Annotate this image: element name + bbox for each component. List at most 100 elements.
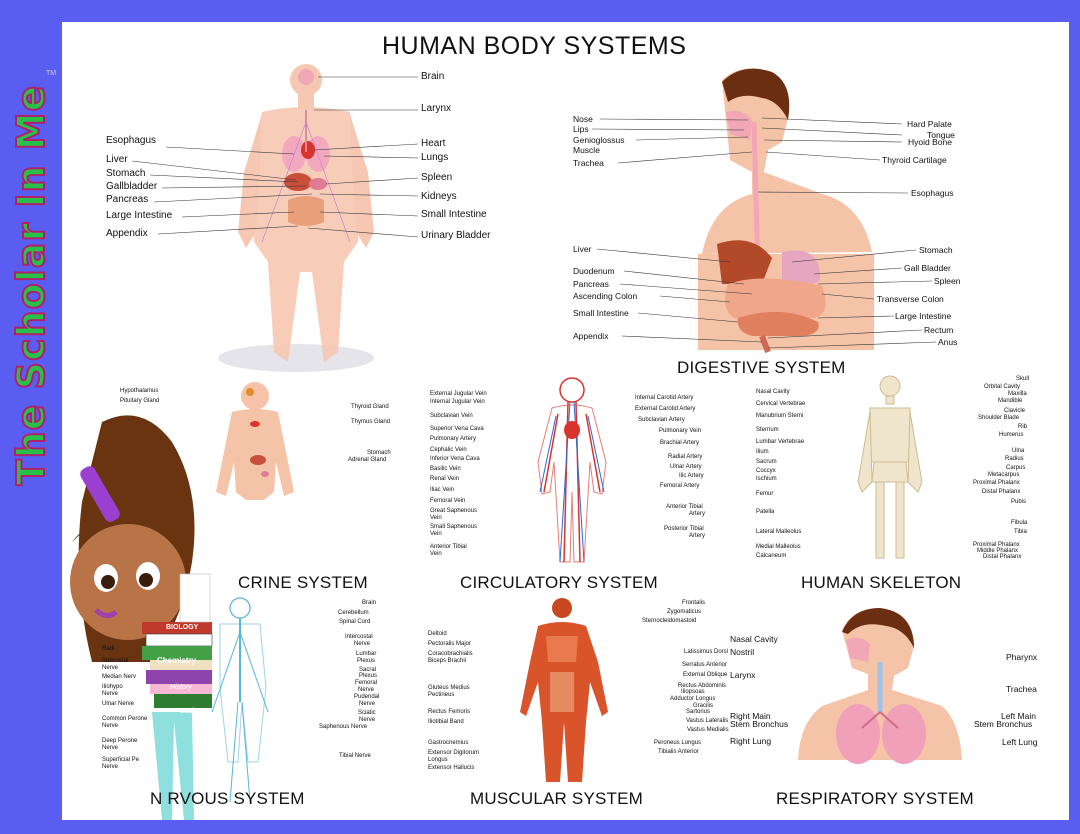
endocrine-label: Thymus Gland bbox=[351, 419, 391, 425]
skeleton-label: Rib bbox=[1018, 424, 1028, 430]
muscular-label: Coracobrachialis bbox=[428, 651, 473, 657]
muscular-label: Biceps Brachii bbox=[428, 658, 467, 664]
endocrine-illustration bbox=[216, 382, 294, 500]
nervous-label: Nerve bbox=[102, 665, 119, 671]
digestive-label: Anus bbox=[938, 337, 958, 347]
circulatory-label: Artery bbox=[689, 511, 706, 517]
nervous-label: Saphenous Nerve bbox=[319, 724, 368, 730]
circulatory-label: Cephalic Vein bbox=[430, 447, 467, 453]
muscular-label: Longus bbox=[428, 757, 448, 763]
skeleton-illustration bbox=[857, 375, 923, 559]
circulatory-label: Vein bbox=[430, 551, 442, 557]
respiratory-label: Pharynx bbox=[1006, 652, 1038, 662]
digestive-label: Appendix bbox=[573, 331, 609, 341]
digestive-label: Pancreas bbox=[573, 279, 609, 289]
nervous-label: Nerve bbox=[358, 687, 375, 693]
muscular-label: External Oblique bbox=[683, 672, 728, 678]
nervous-label: Nerve bbox=[102, 691, 119, 697]
circulatory-illustration bbox=[537, 377, 607, 563]
nervous-label: Pudendal bbox=[354, 694, 380, 700]
brand-logo: The Scholar In Me TM bbox=[4, 70, 58, 500]
skeleton-title: HUMAN SKELETON bbox=[801, 573, 962, 592]
skeleton-label: Distal Phalanx bbox=[982, 489, 1021, 495]
organ-label: Brain bbox=[421, 71, 445, 82]
muscular-label: Extensor Hallucis bbox=[428, 765, 475, 771]
muscular-label: Rectus Abdominis bbox=[678, 683, 727, 689]
circulatory-label: External Carotid Artery bbox=[635, 406, 696, 412]
circulatory-label: Iliac Vein bbox=[430, 487, 455, 493]
endocrine-label: Adrenal Gland bbox=[348, 457, 387, 463]
nervous-label: Nerve bbox=[354, 641, 371, 647]
nervous-label: Ulnar Nerve bbox=[102, 701, 135, 707]
organ-label: Gallbladder bbox=[106, 181, 158, 192]
digestive-label: Thyroid Cartilage bbox=[882, 155, 947, 165]
digestive-label: Small Intestine bbox=[573, 308, 629, 318]
organ-label: Large Intestine bbox=[106, 210, 173, 221]
respiratory-label: Left Main bbox=[1001, 711, 1036, 721]
muscular-label: Sternocleidomastoid bbox=[642, 618, 697, 624]
muscular-label: Iliopsoas bbox=[681, 689, 705, 695]
organ-label: Urinary Bladder bbox=[421, 230, 491, 241]
skeleton-label: Lumbar Vertebrae bbox=[756, 439, 805, 445]
digestive-label: Nose bbox=[573, 114, 593, 124]
nervous-label: Sciatic bbox=[358, 710, 376, 716]
nervous-label: Common Perone bbox=[102, 716, 148, 722]
muscular-label: Iliotibial Band bbox=[428, 719, 464, 725]
muscular-label: Deltoid bbox=[428, 631, 447, 637]
organ-label: Stomach bbox=[106, 168, 146, 179]
circulatory-label: Vein bbox=[430, 531, 442, 537]
circulatory-label: Renal Vein bbox=[430, 476, 460, 482]
respiratory-label: Trachea bbox=[1006, 684, 1037, 694]
digestive-title: DIGESTIVE SYSTEM bbox=[677, 358, 846, 377]
skeleton-label: Skull bbox=[1016, 376, 1030, 382]
digestive-label: Esophagus bbox=[911, 188, 954, 198]
circulatory-label: Ulnar Artery bbox=[670, 464, 702, 470]
skeleton-label: Distal Phalanx bbox=[983, 554, 1022, 560]
respiratory-label: Larynx bbox=[730, 670, 756, 680]
skeleton-label: Proximal Phalanx bbox=[973, 480, 1020, 486]
muscular-illustration bbox=[520, 598, 608, 782]
circulatory-label: Femoral Vein bbox=[430, 498, 466, 504]
circulatory-label: Vein bbox=[430, 515, 442, 521]
skeleton-label: Patella bbox=[756, 509, 775, 515]
muscular-label: Vastus Medialis bbox=[687, 727, 729, 733]
nervous-label: Sacral bbox=[359, 667, 377, 673]
circulatory-label: External Jugular Vein bbox=[430, 391, 487, 397]
digestive-label: Stomach bbox=[919, 245, 953, 255]
nervous-label: Brain bbox=[362, 600, 377, 606]
book-label: Chemistry bbox=[157, 656, 197, 665]
nervous-label: Nerve bbox=[359, 701, 376, 707]
circulatory-label: Femoral Artery bbox=[660, 483, 700, 489]
skeleton-label: Medial Malleolus bbox=[756, 544, 801, 550]
nervous-label: Intercostal bbox=[345, 634, 373, 640]
nervous-label: Lumbar bbox=[356, 651, 377, 657]
circulatory-label: Anterior Tibial bbox=[430, 544, 467, 550]
skeleton-label: Femur bbox=[756, 491, 774, 497]
respiratory-label: Right Main bbox=[730, 711, 771, 721]
digestive-label: Transverse Colon bbox=[877, 294, 944, 304]
muscular-title: MUSCULAR SYSTEM bbox=[470, 789, 644, 808]
skeleton-label: Manubrium Sterni bbox=[756, 413, 804, 419]
skeleton-label: Metacarpus bbox=[988, 472, 1020, 478]
nervous-label: Subcostal bbox=[102, 658, 129, 664]
respiratory-title: RESPIRATORY SYSTEM bbox=[776, 789, 974, 808]
circulatory-label: Internal Jugular Vein bbox=[430, 399, 485, 405]
respiratory-illustration bbox=[798, 608, 962, 764]
nervous-label: Median Nerv bbox=[102, 674, 137, 680]
respiratory-label: Nostril bbox=[730, 647, 755, 657]
skeleton-label: Carpus bbox=[1006, 465, 1026, 471]
endocrine-label: Thyroid Gland bbox=[351, 404, 389, 410]
circulatory-label: Pulmonary Vein bbox=[659, 428, 702, 434]
digestive-label: Ascending Colon bbox=[573, 291, 638, 301]
circulatory-label: Superior Vena Cava bbox=[430, 426, 484, 432]
brand-trademark: TM bbox=[46, 70, 57, 77]
skeleton-label: Maxilla bbox=[1008, 391, 1027, 397]
nervous-label: Nerve bbox=[359, 717, 376, 723]
muscular-label: Sartorius bbox=[686, 709, 711, 715]
digestive-label: Spleen bbox=[934, 276, 961, 286]
circulatory-label: Radial Artery bbox=[668, 454, 703, 460]
skeleton-label: Orbital Cavity bbox=[984, 384, 1021, 390]
skeleton-label: Nasal Cavity bbox=[756, 389, 790, 395]
respiratory-label: Nasal Cavity bbox=[730, 634, 778, 644]
